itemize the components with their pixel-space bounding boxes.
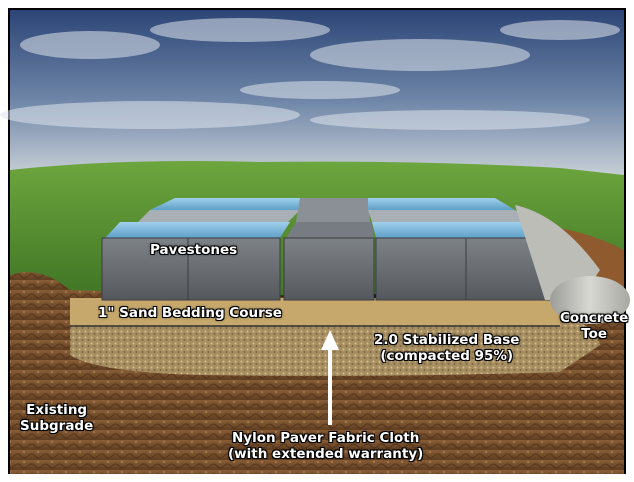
pavestones-label: Pavestones	[150, 242, 238, 258]
sand-bedding-layer	[70, 298, 560, 325]
concrete-toe	[515, 205, 630, 324]
concrete-toe-label: Concrete Toe	[560, 310, 629, 342]
pavestones	[101, 198, 557, 301]
fabric-label: Nylon Paver Fabric Cloth (with extended …	[228, 430, 424, 462]
sand-bedding-label: 1" Sand Bedding Course	[98, 305, 282, 321]
fabric-pointer-arrow	[321, 330, 339, 425]
stabilized-base-label: 2.0 Stabilized Base (compacted 95%)	[374, 332, 520, 364]
existing-subgrade-label: Existing Subgrade	[20, 402, 94, 434]
clouds	[0, 18, 620, 130]
